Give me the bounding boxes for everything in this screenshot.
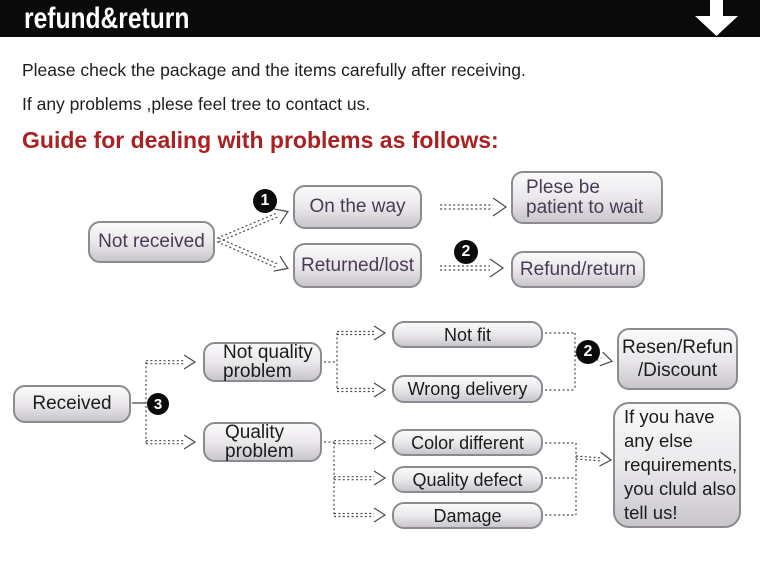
node-received: Received [13, 385, 131, 423]
node-label-line: Quality [225, 422, 285, 443]
node-label: Returned/lost [300, 254, 414, 276]
node-not-received: Not received [88, 221, 215, 263]
node-patient-to-wait: Plese be patient to wait [511, 171, 663, 224]
node-label-line: If you have [624, 406, 715, 427]
node-refund-return: Refund/return [511, 251, 645, 288]
node-not-quality-problem: Not quality problem [203, 342, 322, 382]
node-not-fit: Not fit [392, 321, 543, 348]
node-label: Color different [411, 432, 524, 453]
down-arrow-icon [695, 0, 738, 36]
node-label-line: problem [223, 361, 292, 382]
banner: refund&return [0, 0, 760, 37]
node-damage: Damage [392, 502, 543, 529]
node-quality-problem: Quality problem [203, 422, 322, 462]
node-label: Quality defect [412, 469, 523, 490]
intro-line-2: If any problems ,plese feel tree to cont… [22, 94, 371, 114]
node-label-line: requirements, [624, 454, 738, 475]
intro-line-1: Please check the package and the items c… [22, 60, 526, 80]
node-label-line: tell us! [624, 502, 678, 523]
node-resend-refund-discount: Resen/Refun /Discount [617, 328, 738, 390]
node-label-line: you cluld also [624, 478, 737, 499]
node-label: Wrong delivery [407, 379, 528, 399]
node-label-line: Resen/Refun [622, 337, 733, 358]
node-label: Received [32, 393, 112, 414]
node-label-line: Plese be [526, 176, 600, 198]
badge-step-1: 1 [253, 189, 277, 213]
node-label: Not fit [443, 324, 491, 345]
badge-step-3: 3 [147, 393, 169, 415]
badge-step-2-flow2: 2 [576, 340, 600, 364]
node-quality-defect: Quality defect [392, 466, 543, 493]
node-on-the-way: On the way [293, 185, 422, 229]
node-label: Damage [433, 505, 502, 526]
badge-step-2-flow1: 2 [454, 240, 478, 264]
node-label: Refund/return [519, 258, 637, 280]
node-color-different: Color different [392, 429, 543, 456]
node-returned-lost: Returned/lost [293, 243, 422, 288]
guide-heading: Guide for dealing with problems as follo… [22, 127, 499, 153]
node-label-line: problem [225, 441, 294, 462]
node-label-line: Not quality [223, 342, 313, 363]
node-label-line: /Discount [637, 360, 718, 381]
node-label-line: patient to wait [526, 196, 644, 218]
node-label: Not received [98, 231, 205, 252]
node-label-line: any else [624, 430, 693, 451]
node-label: On the way [309, 196, 406, 217]
banner-title: refund&return [24, 2, 190, 35]
node-wrong-delivery: Wrong delivery [392, 375, 543, 403]
node-any-else-requirements: If you have any else requirements, you c… [613, 402, 741, 528]
